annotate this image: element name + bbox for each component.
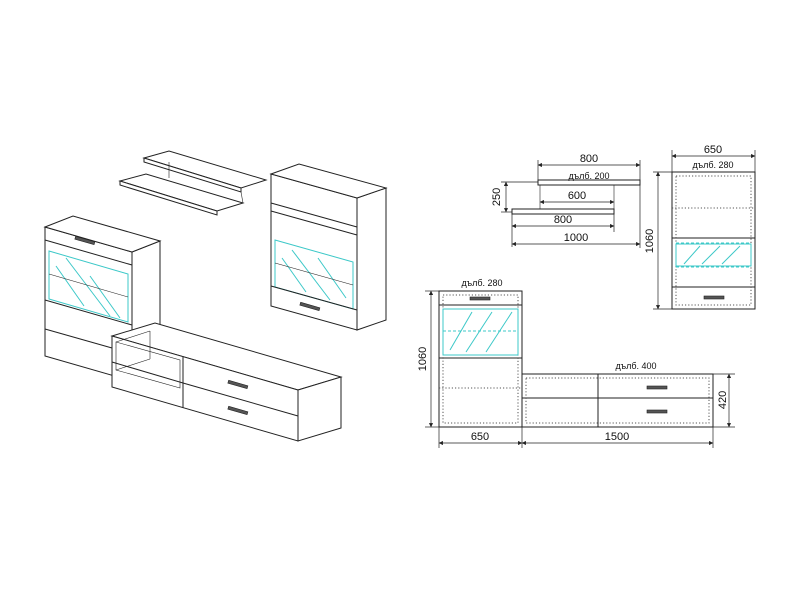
handle-icon	[227, 405, 249, 416]
tv-unit-depth-label: дълб. 400	[615, 361, 656, 371]
wall-cabinet-front-diagram: 650 дълб. 280 1060	[644, 144, 756, 310]
iso-wall-shelves	[118, 150, 268, 216]
shelf-lower-width-dimension: 800	[554, 214, 572, 226]
iso-right-wall-cabinet	[269, 163, 388, 331]
wall-cabinet-width-dimension: 650	[704, 144, 722, 156]
wall-cabinet-height-dimension: 1060	[644, 229, 656, 253]
tv-unit-height-dimension: 420	[717, 391, 729, 409]
tall-cabinet-height-dimension: 1060	[417, 347, 429, 371]
handle-icon	[74, 235, 96, 246]
shelf-depth-label: дълб. 200	[568, 171, 609, 181]
shelf-top-width-dimension: 800	[580, 153, 598, 165]
tall-cabinet-depth-label: дълб. 280	[461, 278, 502, 288]
shelf-front-diagram: 800 дълб. 200 600 250 800 1000	[491, 153, 641, 248]
handle-icon	[299, 301, 321, 312]
wall-unit-front-diagram: дълб. 280 дълб. 400 1060 420 650 1500	[417, 278, 735, 448]
tv-unit-width-dimension: 1500	[605, 431, 629, 443]
shelf-height-dimension: 250	[491, 188, 503, 206]
shelf-overall-width-dimension: 1000	[564, 232, 588, 244]
iso-tv-unit	[110, 322, 343, 442]
handle-icon	[646, 409, 668, 414]
handle-icon	[469, 296, 491, 301]
handle-icon	[703, 295, 725, 300]
wall-cabinet-depth-label: дълб. 280	[692, 160, 733, 170]
handle-icon	[227, 379, 249, 390]
tall-cabinet-width-dimension: 650	[471, 431, 489, 443]
shelf-inner-width-dimension: 600	[568, 190, 586, 202]
handle-icon	[646, 385, 668, 390]
